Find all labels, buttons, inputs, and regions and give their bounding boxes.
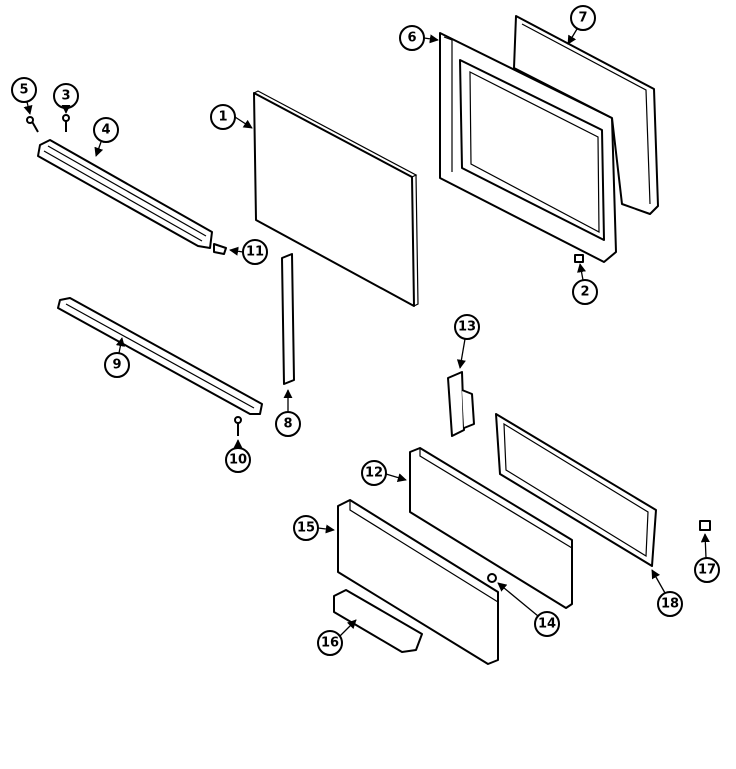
part-13-hinge bbox=[447, 371, 475, 437]
part-11-clip bbox=[213, 243, 227, 255]
callout-13: 13 bbox=[454, 314, 480, 369]
svg-text:17: 17 bbox=[698, 563, 716, 578]
callout-18: 18 bbox=[651, 569, 683, 617]
svg-text:13: 13 bbox=[458, 320, 476, 335]
svg-text:5: 5 bbox=[19, 83, 28, 98]
svg-text:9: 9 bbox=[112, 358, 121, 373]
callout-1: 1 bbox=[210, 104, 253, 130]
part-7-door-gasket bbox=[513, 15, 659, 215]
svg-text:18: 18 bbox=[661, 597, 679, 612]
part-5-screw bbox=[26, 116, 39, 133]
svg-text:3: 3 bbox=[61, 89, 70, 104]
svg-text:7: 7 bbox=[578, 11, 587, 26]
part-14-screw bbox=[487, 573, 497, 583]
part-9-lower-rail bbox=[57, 297, 263, 415]
callout-15: 15 bbox=[293, 515, 335, 541]
callout-12: 12 bbox=[361, 460, 407, 486]
callout-8: 8 bbox=[275, 389, 301, 437]
part-16-handle-trim bbox=[333, 589, 423, 653]
callout-10: 10 bbox=[225, 439, 251, 473]
callout-5: 5 bbox=[11, 77, 37, 115]
callout-14: 14 bbox=[497, 582, 560, 637]
svg-text:1: 1 bbox=[218, 110, 227, 125]
svg-text:15: 15 bbox=[297, 521, 315, 536]
part-4-handle-rail bbox=[37, 139, 213, 249]
callout-11: 11 bbox=[229, 239, 268, 265]
part-3-screw bbox=[62, 114, 70, 132]
callout-7: 7 bbox=[567, 5, 596, 45]
part-18-drawer-liner bbox=[495, 413, 657, 567]
callout-17: 17 bbox=[694, 533, 720, 583]
part-8-seal-strip bbox=[281, 253, 295, 385]
callout-16: 16 bbox=[317, 619, 357, 656]
part-1-glass-panel bbox=[253, 90, 419, 307]
part-17-knob-clip bbox=[699, 520, 711, 531]
svg-text:11: 11 bbox=[246, 245, 264, 260]
svg-text:4: 4 bbox=[101, 123, 110, 138]
svg-text:2: 2 bbox=[580, 285, 589, 300]
part-12-drawer-panel bbox=[409, 447, 573, 609]
part-10-screw bbox=[234, 416, 242, 436]
svg-text:14: 14 bbox=[538, 617, 556, 632]
svg-text:16: 16 bbox=[321, 636, 339, 651]
svg-text:6: 6 bbox=[407, 31, 416, 46]
svg-text:8: 8 bbox=[283, 417, 292, 432]
callout-2: 2 bbox=[572, 263, 598, 305]
callout-9: 9 bbox=[104, 337, 130, 378]
callout-6: 6 bbox=[399, 25, 439, 51]
svg-text:12: 12 bbox=[365, 466, 383, 481]
svg-text:10: 10 bbox=[229, 453, 247, 468]
part-15-drawer-front bbox=[337, 499, 499, 665]
callout-4: 4 bbox=[93, 117, 119, 157]
callout-3: 3 bbox=[53, 83, 79, 114]
